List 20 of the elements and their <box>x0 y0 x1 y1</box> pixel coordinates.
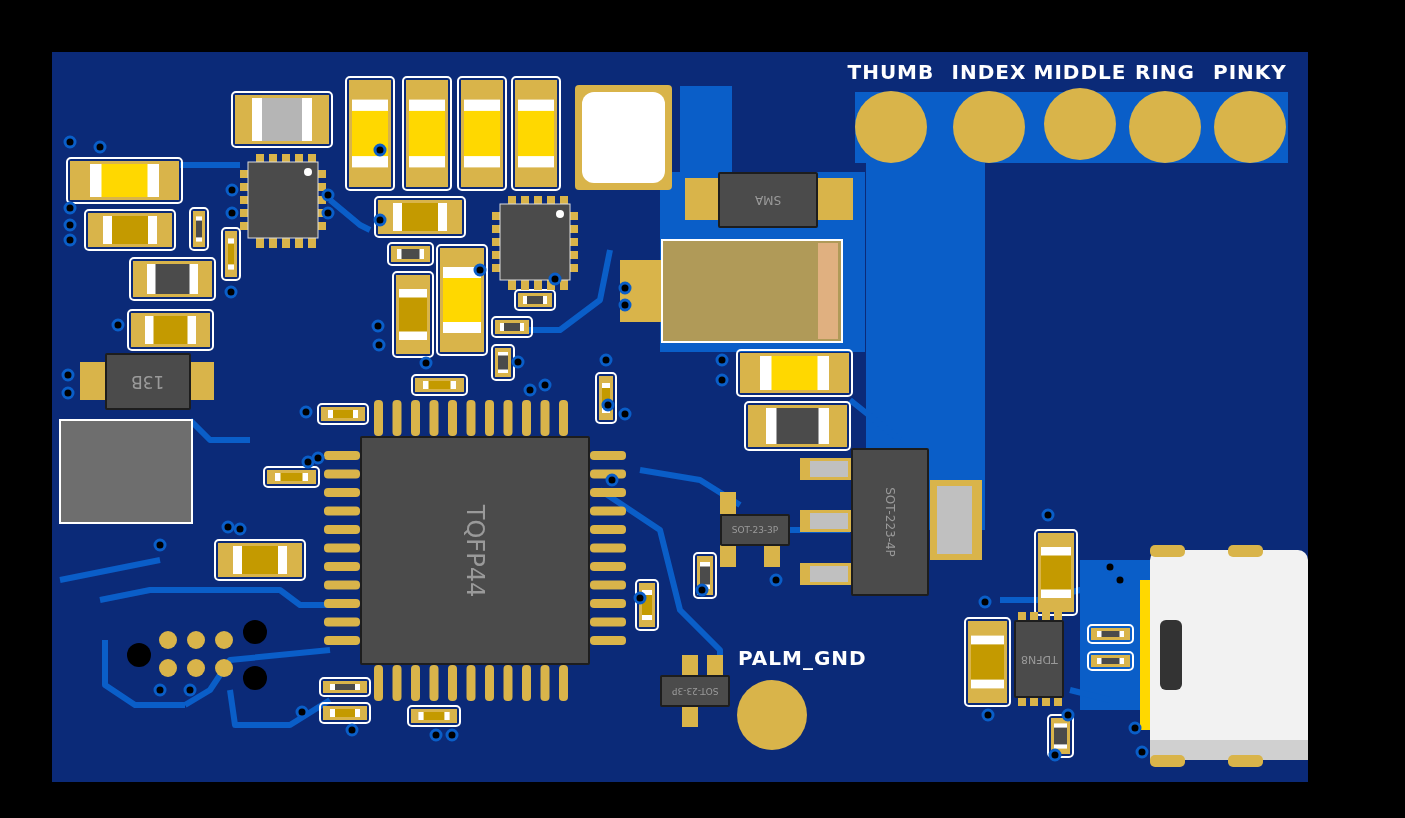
part-marking: TDFN8 <box>1020 652 1058 666</box>
regulator-body <box>851 448 929 596</box>
part-marking: SMA <box>754 193 782 207</box>
pad-label: PINKY <box>1213 60 1287 84</box>
part-marking: TQFP44 <box>461 504 489 597</box>
pad-label: MIDDLE <box>1033 60 1127 84</box>
part-marking: SOT-23-3P <box>671 686 719 696</box>
diode-body <box>718 172 818 228</box>
part-marking: SOT-23-3P <box>731 525 779 535</box>
transistor-body <box>720 514 790 546</box>
pad-label: RING <box>1135 60 1195 84</box>
transistor-body <box>660 675 730 707</box>
diode-body <box>105 353 191 410</box>
pad-label: PALM_GND <box>738 646 867 670</box>
pad-label: INDEX <box>951 60 1027 84</box>
ic-chip <box>360 436 590 665</box>
part-marking: SOT-223-4P <box>883 487 897 557</box>
part-marking: 13B <box>131 371 165 392</box>
ic-chip <box>1014 620 1064 698</box>
pad-label: THUMB <box>847 60 935 84</box>
